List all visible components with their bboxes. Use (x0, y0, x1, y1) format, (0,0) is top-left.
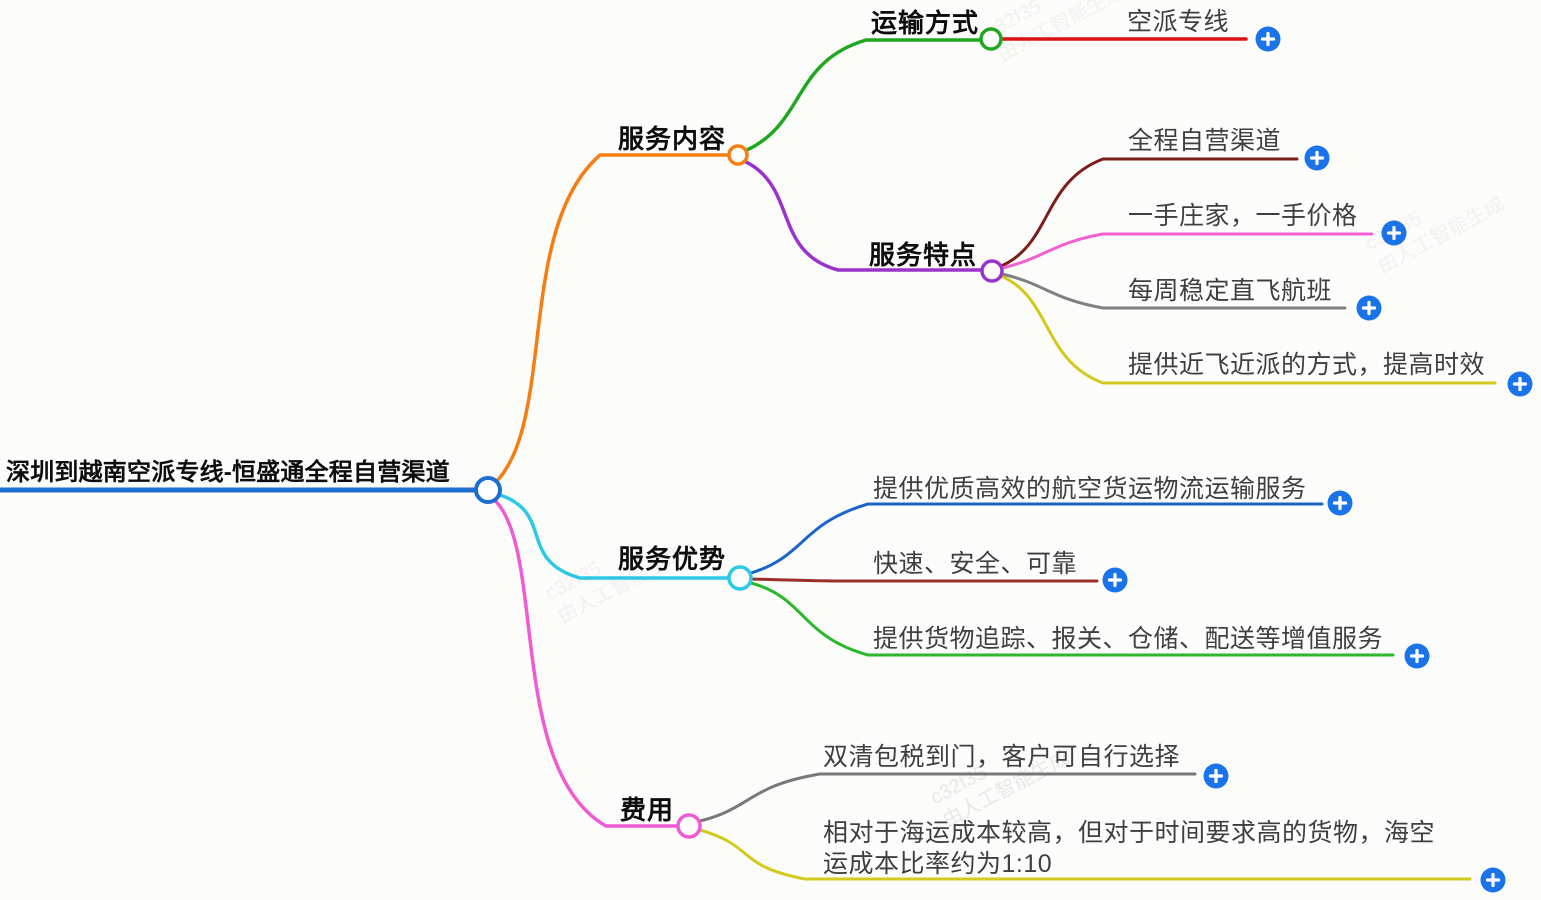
root-node-label[interactable]: 深圳到越南空派专线-恒盛通全程自营渠道 (6, 459, 450, 486)
transport-node-handle[interactable] (979, 27, 1003, 51)
cost-node-handle[interactable] (676, 813, 702, 839)
add-child-button[interactable] (1381, 220, 1407, 246)
features-node-handle[interactable] (980, 259, 1004, 283)
node-label-service-features[interactable]: 服务特点 (869, 240, 978, 270)
plus-icon-glyph (1332, 495, 1348, 511)
add-child-button[interactable] (1356, 295, 1382, 321)
node-label-value-added[interactable]: 提供货物追踪、报关、仓储、配送等增值服务 (873, 625, 1384, 653)
add-child-button[interactable] (1480, 867, 1506, 893)
connector-weekly-flights (1000, 272, 1347, 310)
services-node-handle[interactable] (727, 144, 749, 166)
connector-transport-mode (745, 38, 982, 152)
connector-branch-services (494, 153, 731, 484)
plus-icon-glyph (1512, 376, 1528, 392)
connector-ddp-door (698, 772, 1197, 823)
connector-value-added (749, 581, 1395, 657)
connector-near-fly (999, 274, 1497, 385)
add-child-button[interactable] (1255, 26, 1281, 52)
connector-first-hand (1000, 232, 1374, 270)
add-child-button[interactable] (1404, 643, 1430, 669)
node-label-first-hand[interactable]: 一手庄家，一手价格 (1128, 202, 1358, 230)
plus-icon-glyph (1485, 872, 1501, 888)
plus-icon-glyph (1361, 300, 1377, 316)
node-label-air-line[interactable]: 空派专线 (1127, 8, 1230, 36)
add-child-button[interactable] (1102, 567, 1128, 593)
connector-own-channel (999, 157, 1299, 268)
node-label-cost-ratio[interactable]: 相对于海运成本较高，但对于时间要求高的货物，海空运成本比率约为1:10 (823, 819, 1436, 878)
connector-branch-advantages (495, 492, 730, 580)
connector-fast-safe (749, 577, 1099, 583)
node-label-ddp-door[interactable]: 双清包税到门，客户可自行选择 (823, 743, 1181, 771)
node-label-advantages[interactable]: 服务优势 (618, 544, 727, 574)
add-child-button[interactable] (1507, 371, 1533, 397)
root-node-handle[interactable] (474, 476, 502, 504)
plus-icon-glyph (1386, 225, 1402, 241)
node-label-own-channel[interactable]: 全程自营渠道 (1128, 127, 1282, 155)
advantages-node-handle[interactable] (727, 565, 753, 591)
node-label-near-fly[interactable]: 提供近飞近派的方式，提高时效 (1128, 351, 1486, 379)
connector-quality-service (749, 502, 1324, 575)
plus-icon-glyph (1409, 648, 1425, 664)
add-child-button[interactable] (1327, 490, 1353, 516)
plus-icon-glyph (1260, 31, 1276, 47)
node-label-fast-safe[interactable]: 快速、安全、可靠 (873, 550, 1078, 578)
node-label-services[interactable]: 服务内容 (618, 124, 727, 154)
node-label-cost[interactable]: 费用 (620, 795, 675, 825)
connector-service-features (742, 159, 984, 272)
plus-icon-glyph (1309, 150, 1325, 166)
node-label-transport-mode[interactable]: 运输方式 (871, 8, 980, 38)
node-label-weekly-flights[interactable]: 每周稳定直飞航班 (1128, 277, 1333, 305)
connector-cost-ratio (698, 828, 1472, 881)
plus-icon-glyph (1208, 768, 1224, 784)
plus-icon-glyph (1107, 572, 1123, 588)
node-label-quality-service[interactable]: 提供优质高效的航空货运物流运输服务 (873, 475, 1307, 503)
connector-branch-cost (489, 495, 680, 828)
add-child-button[interactable] (1203, 763, 1229, 789)
add-child-button[interactable] (1304, 145, 1330, 171)
